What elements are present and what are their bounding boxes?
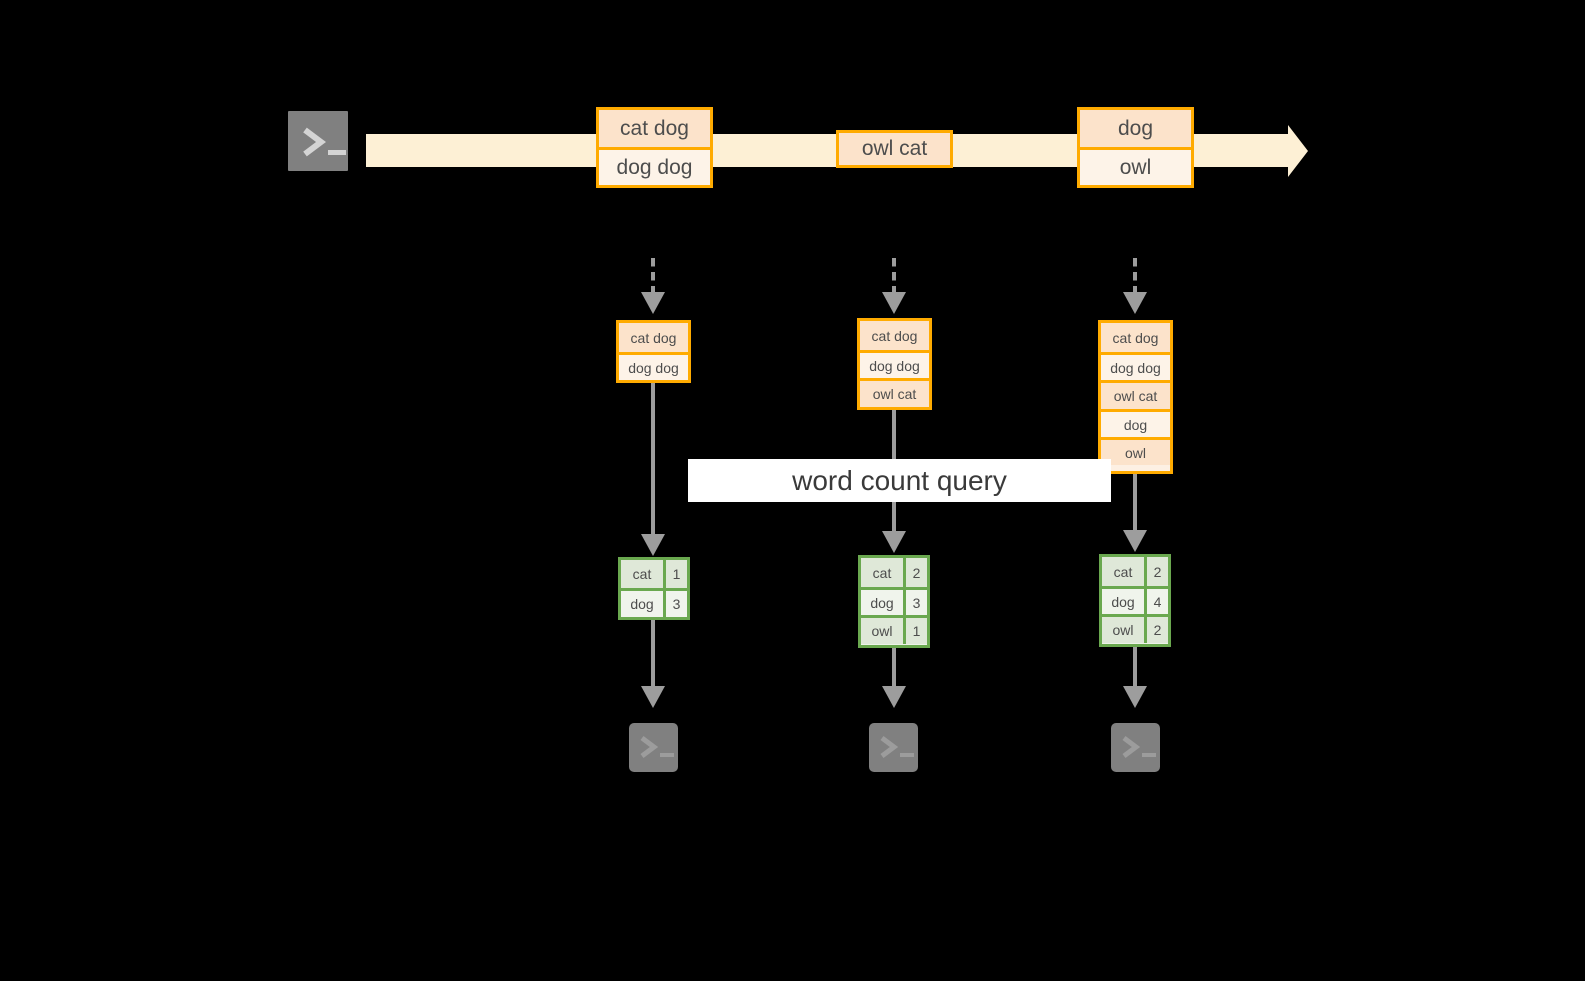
result-row: cat 1 (621, 560, 687, 588)
result-word-cell: cat (1102, 557, 1147, 586)
stream-arrow-head (1288, 125, 1308, 177)
stream-record-line: dog dog (599, 147, 710, 185)
snapshot-1-result-table: cat 1 dog 3 (618, 557, 690, 620)
result-count-cell: 3 (666, 591, 687, 617)
result-count-cell: 1 (666, 560, 687, 588)
accumulated-line: dog (1101, 409, 1170, 437)
terminal-prompt-glyph (1122, 736, 1156, 758)
result-word-cell: dog (861, 590, 906, 615)
terminal-prompt-glyph (880, 736, 914, 758)
accumulated-line: cat dog (860, 321, 929, 350)
result-word-cell: owl (1102, 617, 1147, 643)
stream-record-line: owl cat (839, 133, 950, 165)
result-count-cell: 2 (1147, 617, 1168, 643)
result-word-cell: cat (861, 558, 906, 587)
result-word-cell: dog (1102, 589, 1147, 614)
source-terminal-icon (277, 100, 359, 182)
accumulated-line: dog dog (860, 350, 929, 378)
terminal-prompt-glyph (303, 127, 346, 157)
result-count-cell: 2 (906, 558, 927, 587)
result-count-cell: 4 (1147, 589, 1168, 614)
stream-batch-1: cat dog dog dog (596, 107, 713, 188)
result-row: owl 2 (1102, 614, 1168, 643)
query-label: word count query (688, 459, 1111, 502)
result-count-cell: 1 (906, 618, 927, 644)
snapshot-3-result-table: cat 2 dog 4 owl 2 (1099, 554, 1171, 647)
result-word-cell: owl (861, 618, 906, 644)
accumulated-line: dog dog (1101, 352, 1170, 380)
stream-batch-2: owl cat (836, 130, 953, 168)
snapshot-1-accumulated-box: cat dog dog dog (616, 320, 691, 383)
stream-record-line: dog (1080, 110, 1191, 147)
result-row: dog 3 (861, 587, 927, 615)
result-row: owl 1 (861, 615, 927, 644)
sink-terminal-icon-3 (1104, 716, 1167, 779)
sink-terminal-icon-2 (862, 716, 925, 779)
accumulated-line: cat dog (1101, 323, 1170, 352)
terminal-body (288, 111, 348, 171)
snapshot-2-result-table: cat 2 dog 3 owl 1 (858, 555, 930, 648)
result-word-cell: dog (621, 591, 666, 617)
result-count-cell: 2 (1147, 557, 1168, 586)
stream-record-line: cat dog (599, 110, 710, 147)
result-row: dog 3 (621, 588, 687, 617)
stream-record-line: owl (1080, 147, 1191, 185)
sink-terminal-icon-1 (622, 716, 685, 779)
result-row: cat 2 (1102, 557, 1168, 586)
accumulated-line: owl cat (860, 378, 929, 407)
result-row: dog 4 (1102, 586, 1168, 614)
snapshot-2-accumulated-box: cat dog dog dog owl cat (857, 318, 932, 410)
accumulated-line: owl cat (1101, 380, 1170, 409)
accumulated-line: owl (1101, 437, 1170, 465)
accumulated-line: cat dog (619, 323, 688, 352)
stream-batch-3: dog owl (1077, 107, 1194, 188)
result-word-cell: cat (621, 560, 666, 588)
terminal-body (1111, 723, 1160, 772)
result-row: cat 2 (861, 558, 927, 587)
terminal-body (629, 723, 678, 772)
accumulated-line: dog dog (619, 352, 688, 380)
result-count-cell: 3 (906, 590, 927, 615)
snapshot-3-accumulated-box: cat dog dog dog owl cat dog owl (1098, 320, 1173, 474)
terminal-prompt-glyph (640, 736, 674, 758)
terminal-body (869, 723, 918, 772)
